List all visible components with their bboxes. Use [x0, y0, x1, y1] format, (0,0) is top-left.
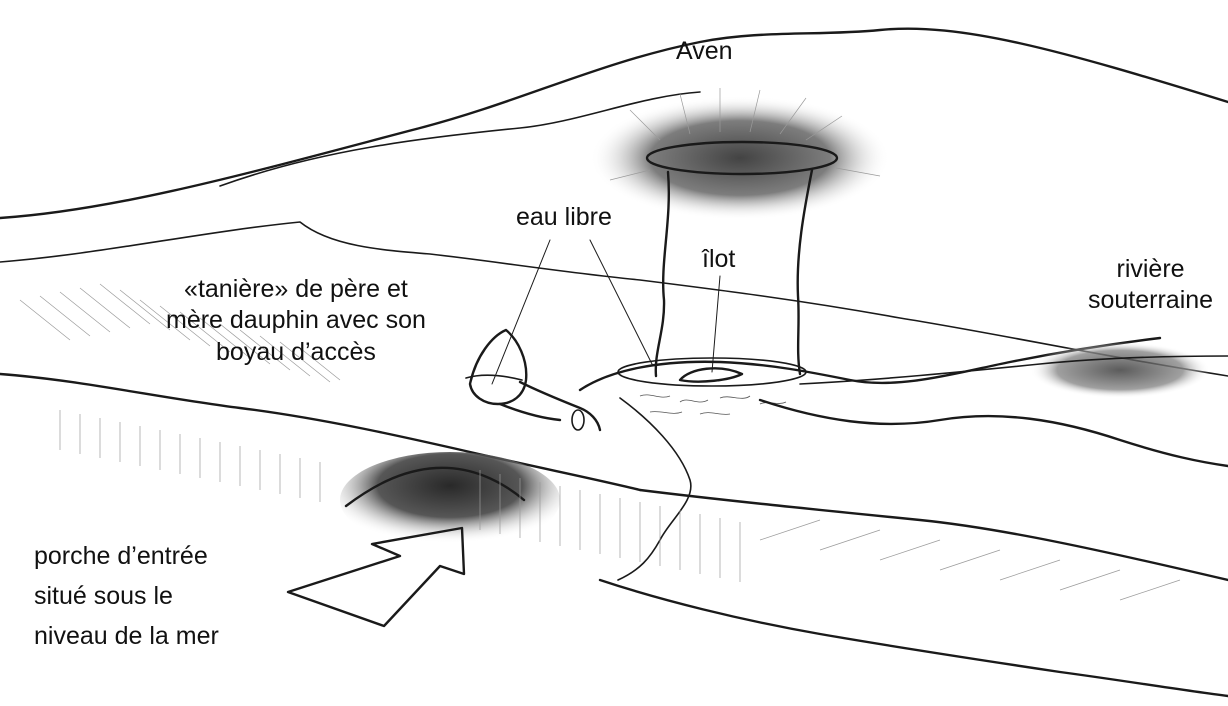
hatch-lower-right — [760, 520, 1180, 600]
label-porche-line-1: porche d’entrée — [34, 536, 219, 576]
river-shading — [1030, 342, 1210, 398]
porch-shading — [340, 452, 560, 548]
label-porche: porche d’entrée situé sous le niveau de … — [34, 536, 219, 656]
label-porche-line-2: situé sous le — [34, 576, 219, 616]
label-eau-libre-text: eau libre — [516, 202, 612, 233]
taniere-inner — [466, 375, 522, 380]
label-taniere-line-1: «tanière» de père et — [166, 274, 426, 305]
hatch-left-band — [60, 410, 320, 502]
label-riviere-line-2: souterraine — [1088, 285, 1213, 316]
label-aven-text: Aven — [676, 36, 733, 67]
ilot-island — [680, 368, 742, 381]
label-eau-libre: eau libre — [516, 202, 612, 233]
label-taniere-line-2: mère dauphin avec son — [166, 305, 426, 336]
stratum-right — [640, 490, 1228, 580]
label-riviere: rivière souterraine — [1088, 254, 1213, 317]
taniere-den — [470, 330, 526, 404]
river-lower-bank — [760, 400, 1228, 466]
label-ilot: îlot — [702, 244, 735, 275]
label-taniere: «tanière» de père et mère dauphin avec s… — [166, 274, 426, 368]
label-ilot-text: îlot — [702, 244, 735, 275]
boyau-hole — [572, 410, 584, 430]
label-aven: Aven — [676, 36, 733, 67]
porch-floor — [600, 580, 1228, 696]
label-riviere-line-1: rivière — [1088, 254, 1213, 285]
label-porche-line-3: niveau de la mer — [34, 616, 219, 656]
chamber-rubble — [640, 395, 786, 415]
boyau-passage — [500, 382, 600, 430]
label-taniere-line-3: boyau d’accès — [166, 337, 426, 368]
